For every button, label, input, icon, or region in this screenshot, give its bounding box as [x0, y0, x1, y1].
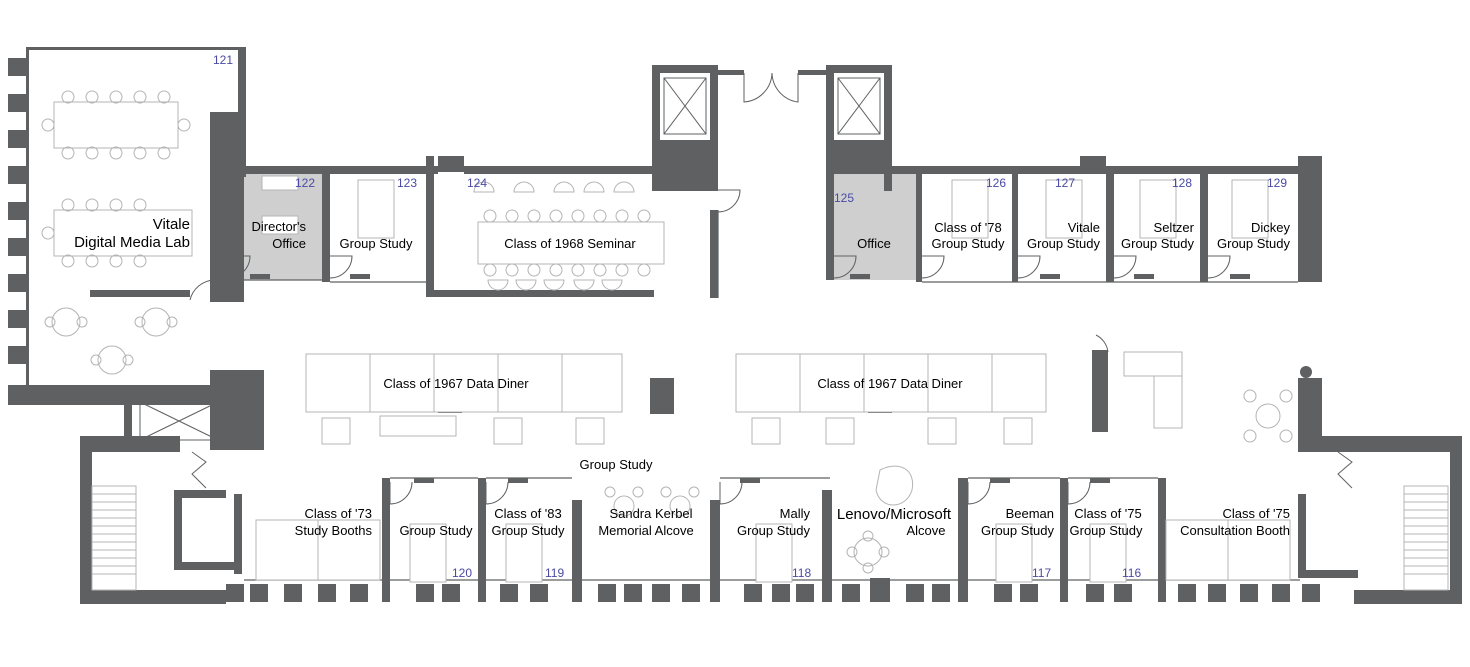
room-128-name-line2: Group Study: [1121, 236, 1194, 251]
lenovo-alcove-line2: Alcove: [906, 523, 945, 538]
room-118-number: 118: [792, 566, 811, 580]
room-123-name: Group Study: [340, 236, 413, 251]
room-123-number: 123: [397, 176, 417, 190]
room-119-name-line1: Class of '83: [494, 506, 562, 521]
study-booths-line2: Study Booths: [295, 523, 373, 538]
right-lounge-furniture: [1123, 351, 1312, 443]
room-120[interactable]: Group Study 120: [400, 523, 473, 580]
consultation-booth-line2: Consultation Booth: [1180, 523, 1290, 538]
small-room-desks: [261, 175, 1269, 583]
data-diner-right: [735, 353, 1047, 445]
room-124-name: Class of 1968 Seminar: [504, 236, 636, 251]
vitale-lab-furniture: [41, 90, 193, 375]
room-124-number: 124: [467, 176, 487, 190]
room-125-number: 125: [834, 191, 854, 205]
room-127-number: 127: [1055, 176, 1075, 190]
room-128[interactable]: 128 Seltzer Group Study: [1121, 176, 1195, 251]
room-128-number: 128: [1172, 176, 1192, 190]
doors: [189, 72, 1353, 505]
room-124[interactable]: 124 Class of 1968 Seminar: [467, 176, 636, 251]
room-126-number: 126: [986, 176, 1006, 190]
room-117-name-line2: Group Study: [981, 523, 1054, 538]
consultation-booth[interactable]: Class of '75 Consultation Booth: [1180, 506, 1290, 538]
kerbel-alcove-line1: Sandra Kerbel: [609, 506, 692, 521]
office-125-fill: [828, 174, 920, 280]
lenovo-alcove[interactable]: Lenovo/Microsoft Alcove: [837, 506, 952, 538]
room-116[interactable]: Class of '75 Group Study 116: [1070, 506, 1143, 580]
room-116-number: 116: [1122, 566, 1141, 580]
room-129[interactable]: 129 Dickey Group Study: [1217, 176, 1290, 251]
booths-furniture: [255, 519, 1291, 581]
consultation-booth-line1: Class of '75: [1222, 506, 1290, 521]
room-129-name-line2: Group Study: [1217, 236, 1290, 251]
elevator-stair-left: [139, 401, 219, 441]
room-119-name-line2: Group Study: [492, 523, 565, 538]
seminar-furniture: [473, 181, 665, 291]
room-126[interactable]: 126 Class of '78 Group Study: [932, 176, 1007, 251]
room-117-name-line1: Beeman: [1006, 506, 1054, 521]
room-117-number: 117: [1032, 566, 1051, 580]
room-122-number: 122: [295, 176, 315, 190]
room-118[interactable]: Mally Group Study 118: [737, 506, 811, 580]
room-122-name-line1: Director's: [252, 219, 307, 234]
room-129-name-line1: Dickey: [1251, 220, 1291, 235]
data-diner-left-label[interactable]: Class of 1967 Data Diner: [383, 376, 529, 391]
room-121-name-line2: Digital Media Lab: [74, 234, 190, 251]
room-122[interactable]: 122 Director's Office: [252, 176, 316, 251]
study-booths[interactable]: Class of '73 Study Booths: [295, 506, 373, 538]
room-126-name-line1: Class of '78: [934, 220, 1002, 235]
group-study-open-label[interactable]: Group Study: [580, 457, 653, 472]
room-118-name-line2: Group Study: [737, 523, 810, 538]
room-119[interactable]: Class of '83 Group Study 119: [492, 506, 565, 580]
study-booths-line1: Class of '73: [304, 506, 372, 521]
kerbel-alcove[interactable]: Sandra Kerbel Memorial Alcove: [598, 506, 693, 538]
stairs-right: [1403, 485, 1449, 591]
room-123[interactable]: 123 Group Study: [340, 176, 418, 251]
room-126-name-line2: Group Study: [932, 236, 1005, 251]
room-121[interactable]: 121 Vitale Digital Media Lab: [74, 53, 233, 251]
lenovo-alcove-line1: Lenovo/Microsoft: [837, 506, 952, 523]
walls: [8, 47, 1462, 604]
room-118-name-line1: Mally: [780, 506, 811, 521]
room-116-name-line1: Class of '75: [1074, 506, 1142, 521]
kerbel-alcove-line2: Memorial Alcove: [598, 523, 693, 538]
data-diner-left: [305, 353, 623, 445]
room-116-name-line2: Group Study: [1070, 523, 1143, 538]
room-119-number: 119: [545, 566, 564, 580]
room-122-name-line2: Office: [272, 236, 306, 251]
room-125-name: Office: [857, 236, 891, 251]
elevator-left: [663, 77, 707, 135]
room-121-number: 121: [213, 53, 233, 67]
room-128-name-line1: Seltzer: [1154, 220, 1195, 235]
room-117[interactable]: Beeman Group Study 117: [981, 506, 1054, 580]
data-diner-right-label[interactable]: Class of 1967 Data Diner: [817, 376, 963, 391]
room-127-name-line1: Vitale: [1068, 220, 1100, 235]
room-127[interactable]: 127 Vitale Group Study: [1027, 176, 1100, 251]
room-127-name-line2: Group Study: [1027, 236, 1100, 251]
room-120-number: 120: [452, 566, 472, 580]
stairs-left: [91, 485, 137, 591]
room-125[interactable]: 125 Office: [834, 191, 891, 251]
room-120-name: Group Study: [400, 523, 473, 538]
room-121-name-line1: Vitale: [153, 216, 190, 233]
alcove-furniture: [604, 465, 914, 574]
elevator-right: [837, 77, 881, 135]
room-129-number: 129: [1267, 176, 1287, 190]
